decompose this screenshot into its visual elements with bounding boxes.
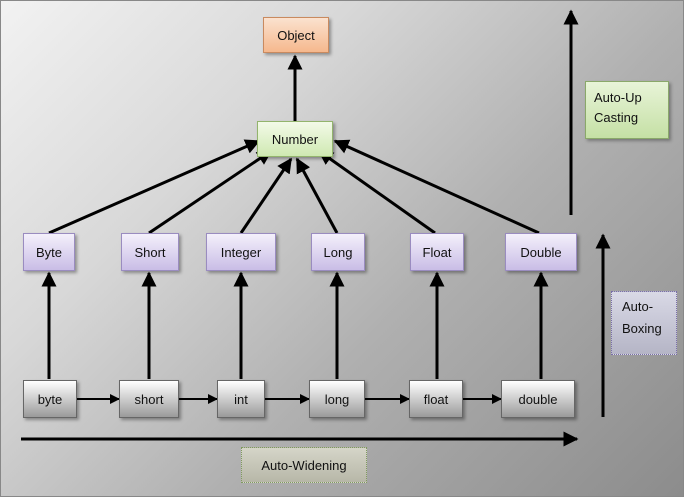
wrapper-integer-node: Integer bbox=[206, 233, 276, 271]
auto-widening-label: Auto-Widening bbox=[241, 447, 367, 483]
wrapper-double-label: Double bbox=[520, 244, 562, 260]
arrow-long-to-number bbox=[295, 157, 339, 234]
auto-up-casting-label: Auto-Up Casting bbox=[585, 81, 669, 139]
primitive-float-node: float bbox=[409, 380, 463, 418]
object-label: Object bbox=[277, 27, 315, 43]
auto-boxing-line1: Auto- bbox=[622, 299, 654, 314]
arrow-float-to-number bbox=[317, 149, 436, 235]
wrapper-short-node: Short bbox=[121, 233, 179, 271]
primitive-double-label: double bbox=[518, 391, 558, 407]
wrapper-short-label: Short bbox=[134, 244, 166, 260]
wrapper-byte-label: Byte bbox=[35, 244, 62, 260]
primitive-long-node: long bbox=[309, 380, 365, 418]
wrapper-byte-node: Byte bbox=[23, 233, 75, 271]
wrapper-float-label: Float bbox=[422, 244, 452, 260]
primitive-short-node: short bbox=[119, 380, 179, 418]
arrow-short-to-number bbox=[148, 149, 273, 235]
arrow-integer-to-number bbox=[239, 157, 293, 234]
primitive-float-label: float bbox=[423, 391, 449, 407]
primitive-int-label: int bbox=[234, 391, 248, 407]
number-label: Number bbox=[271, 131, 319, 147]
primitive-byte-label: byte bbox=[37, 391, 63, 407]
primitive-byte-node: byte bbox=[23, 380, 77, 418]
number-node: Number bbox=[257, 121, 333, 157]
wrapper-integer-label: Integer bbox=[220, 244, 262, 260]
wrapper-long-node: Long bbox=[311, 233, 365, 271]
primitive-short-label: short bbox=[134, 391, 164, 407]
wrapper-float-node: Float bbox=[410, 233, 464, 271]
wrapper-long-label: Long bbox=[323, 244, 353, 260]
auto-boxing-label: Auto- Boxing bbox=[611, 291, 677, 355]
auto-up-casting-line1: Auto-Up bbox=[594, 90, 642, 105]
auto-up-casting-line2: Casting bbox=[594, 110, 639, 125]
primitive-int-node: int bbox=[217, 380, 265, 418]
primitive-double-node: double bbox=[501, 380, 575, 418]
wrapper-double-node: Double bbox=[505, 233, 577, 271]
arrow-byte-to-number bbox=[48, 139, 261, 235]
object-node: Object bbox=[263, 17, 329, 53]
auto-widening-text: Auto-Widening bbox=[261, 457, 347, 473]
auto-boxing-line2: Boxing bbox=[622, 321, 662, 336]
arrow-double-to-number bbox=[333, 139, 540, 235]
primitive-long-label: long bbox=[324, 391, 350, 407]
